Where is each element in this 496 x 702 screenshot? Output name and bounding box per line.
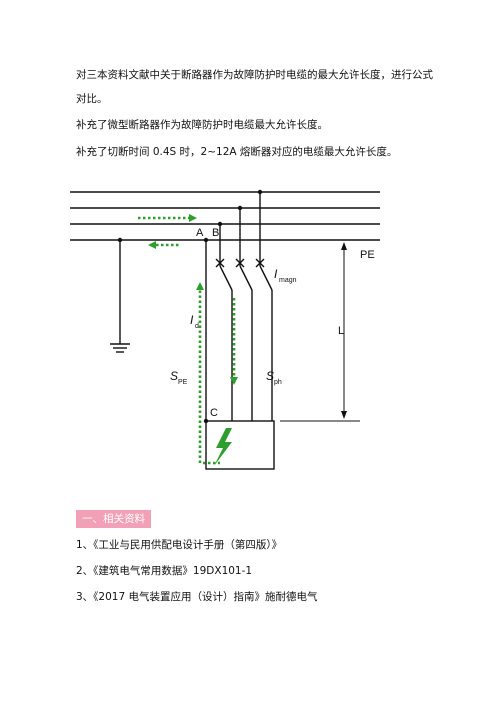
label-imagn-sub: magn bbox=[279, 277, 297, 284]
label-ig: I bbox=[190, 313, 194, 327]
paragraph-intro-cont: 对比。 bbox=[76, 93, 108, 105]
label-spe: S bbox=[170, 369, 178, 383]
reference-item: 1、《工业与民用供配电设计手册（第四版）》 bbox=[76, 539, 283, 551]
paragraph-intro: 对三本资料文献中关于断路器作为故障防护时电缆的最大允许长度，进行公式 bbox=[76, 69, 433, 81]
label-spe-sub: PE bbox=[178, 379, 188, 386]
label-l: L bbox=[338, 325, 344, 337]
label-c: C bbox=[210, 407, 218, 419]
label-a: A bbox=[196, 227, 204, 239]
reference-item: 3、《2017 电气装置应用（设计）指南》施耐德电气 bbox=[76, 591, 318, 603]
fault-current-path bbox=[138, 216, 236, 465]
paragraph-supplement-mcb: 补充了微型断路器作为故障防护时电缆最大允许长度。 bbox=[76, 119, 328, 131]
label-sph: S bbox=[266, 369, 274, 383]
reference-item: 2、《建筑电气常用数据》19DX101-1 bbox=[76, 565, 253, 577]
label-ig-sub: d bbox=[195, 323, 199, 330]
label-imagn: I bbox=[274, 267, 278, 281]
fault-loop-diagram: A B C PE L I d I magn S PE S ph bbox=[70, 189, 380, 470]
load-enclosure bbox=[205, 420, 275, 470]
label-b: B bbox=[212, 227, 219, 239]
section-heading-badge: 一、相关资料 bbox=[76, 510, 151, 528]
label-pe: PE bbox=[360, 249, 375, 261]
label-sph-sub: ph bbox=[274, 379, 282, 386]
paragraph-supplement-fuse: 补充了切断时间 0.4S 时，2~12A 熔断器对应的电缆最大允许长度。 bbox=[76, 146, 398, 158]
fault-lightning-icon bbox=[214, 428, 232, 466]
fault-current-arrowheads bbox=[148, 214, 238, 385]
